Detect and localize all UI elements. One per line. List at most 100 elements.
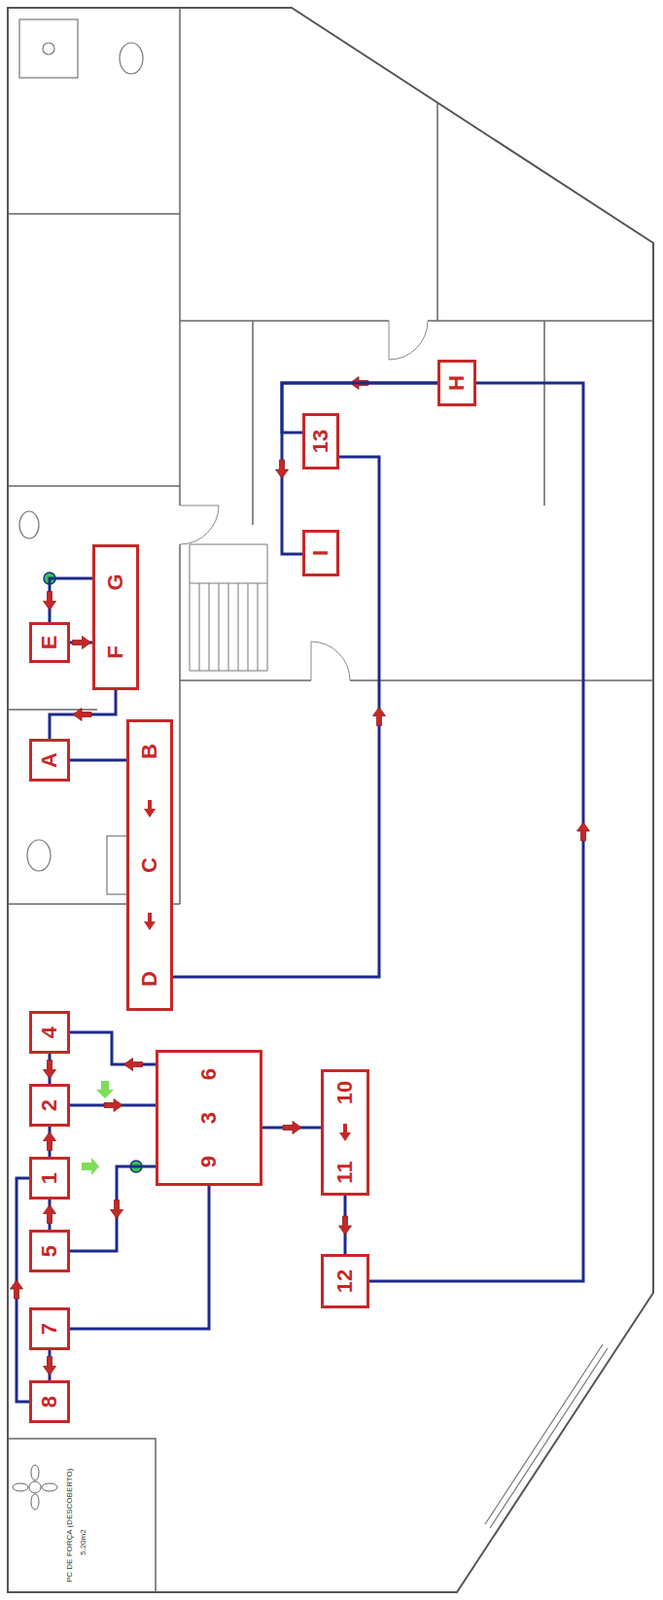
flow-line: [173, 456, 380, 978]
flow-arrow: [104, 1099, 123, 1113]
flow-line: [369, 383, 584, 1282]
flow-box: H: [437, 359, 477, 407]
room-note: 5.20m2: [78, 1529, 88, 1556]
box-letter: 8: [38, 1395, 61, 1408]
box-letter: G: [104, 573, 127, 591]
flow-box: I: [302, 529, 340, 577]
fan-blade: [31, 1494, 39, 1510]
stairs: [189, 544, 268, 671]
flow-line: [69, 1166, 156, 1252]
flow-arrow: [43, 1357, 57, 1376]
inner-arrow-shape: [143, 800, 156, 818]
box-letter: 10: [334, 1081, 356, 1105]
drain: [42, 42, 55, 55]
pointer-arrow: [96, 1081, 114, 1099]
toilet: [27, 839, 51, 872]
flow-box: 13: [302, 413, 340, 470]
room-note: PC DE FORÇA (DESCOBERTO): [65, 1468, 74, 1584]
flow-box: 2: [29, 1083, 70, 1127]
flow-arrow: [43, 1132, 57, 1152]
shower: [19, 19, 78, 78]
box-letter: 4: [38, 1026, 61, 1039]
connector-group: [10, 1178, 31, 1402]
flow-arrow: [43, 592, 57, 611]
flow-box: 10 11: [320, 1069, 370, 1196]
flow-line: [69, 1032, 156, 1065]
flow-arrow: [577, 822, 591, 841]
flow-box: 12: [320, 1254, 370, 1309]
connector-group: [262, 1121, 321, 1135]
flow-line: [69, 759, 127, 763]
flow-box: 7: [29, 1307, 70, 1351]
connector-group: [69, 1166, 156, 1252]
flow-arrow: [72, 636, 92, 650]
connector-group: [43, 1053, 57, 1084]
flow-box: 5: [29, 1229, 70, 1273]
flow-arrow: [43, 1205, 57, 1224]
fan-blade: [31, 1465, 39, 1481]
box-letter: 3: [198, 1112, 220, 1124]
flow-arrow: [276, 459, 289, 479]
box-letter: 2: [38, 1099, 61, 1112]
connector-group: [369, 383, 591, 1282]
box-letter: 9: [198, 1155, 220, 1168]
sink: [19, 511, 39, 539]
connector-group: [69, 760, 127, 762]
inner-arrow: [338, 1123, 352, 1142]
fan-blade: [12, 1483, 29, 1492]
door-swings: [179, 320, 428, 681]
flow-arrow: [373, 707, 386, 727]
inner-arrow: [142, 800, 157, 818]
box-letter: I: [310, 550, 332, 557]
pointer-arrow: [81, 1157, 100, 1176]
flow-box: 639: [155, 1049, 263, 1187]
connector-group: [69, 1032, 156, 1072]
toilet: [119, 42, 143, 74]
flow-line: [281, 383, 438, 555]
flow-arrow: [43, 1060, 57, 1080]
flow-line: [49, 690, 116, 739]
box-letter: C: [139, 857, 161, 873]
connector-group: [173, 456, 386, 978]
outer-wall: [7, 7, 654, 1593]
box-letter: D: [139, 971, 161, 987]
flow-arrow: [282, 1121, 302, 1135]
box-letter: A: [38, 752, 61, 768]
connector-group: [276, 383, 439, 555]
connector-group: [69, 1099, 156, 1113]
room-note-wrap: 5.20m2: [71, 1529, 90, 1556]
room-note-wrap: PC DE FORÇA (DESCOBERTO): [58, 1468, 76, 1584]
box-letter: 12: [334, 1269, 356, 1293]
flow-box: E: [29, 622, 70, 663]
flow-box: FG: [92, 544, 140, 691]
flow-arrow: [10, 1280, 24, 1299]
inner-arrow-shape: [339, 1123, 351, 1142]
windows: [485, 1344, 608, 1529]
flow-box: A: [29, 738, 70, 782]
inner-walls: [7, 7, 654, 1593]
connector-group: [49, 690, 116, 739]
connector-group: [339, 1195, 352, 1255]
connector-group: [43, 1199, 57, 1230]
box-letter: 11: [334, 1160, 356, 1184]
flow-line: [49, 578, 93, 623]
fan-symbol: [12, 1465, 58, 1510]
box-letter: 5: [38, 1245, 61, 1257]
box-letter: F: [104, 645, 127, 659]
flow-arrow: [110, 1200, 124, 1220]
connector-group: [43, 578, 94, 623]
flow-arrow: [124, 1058, 143, 1072]
flow-box: B C D: [126, 719, 174, 1012]
box-letter: H: [446, 375, 468, 391]
box-letter: B: [139, 743, 161, 760]
box-letter: E: [38, 635, 61, 651]
box-letter: 13: [310, 429, 332, 454]
fan-hub: [29, 1481, 41, 1494]
flow-line: [69, 1186, 210, 1329]
connector-group: [69, 636, 93, 650]
flow-arrow: [339, 1216, 352, 1235]
flow-box: 4: [29, 1011, 70, 1054]
